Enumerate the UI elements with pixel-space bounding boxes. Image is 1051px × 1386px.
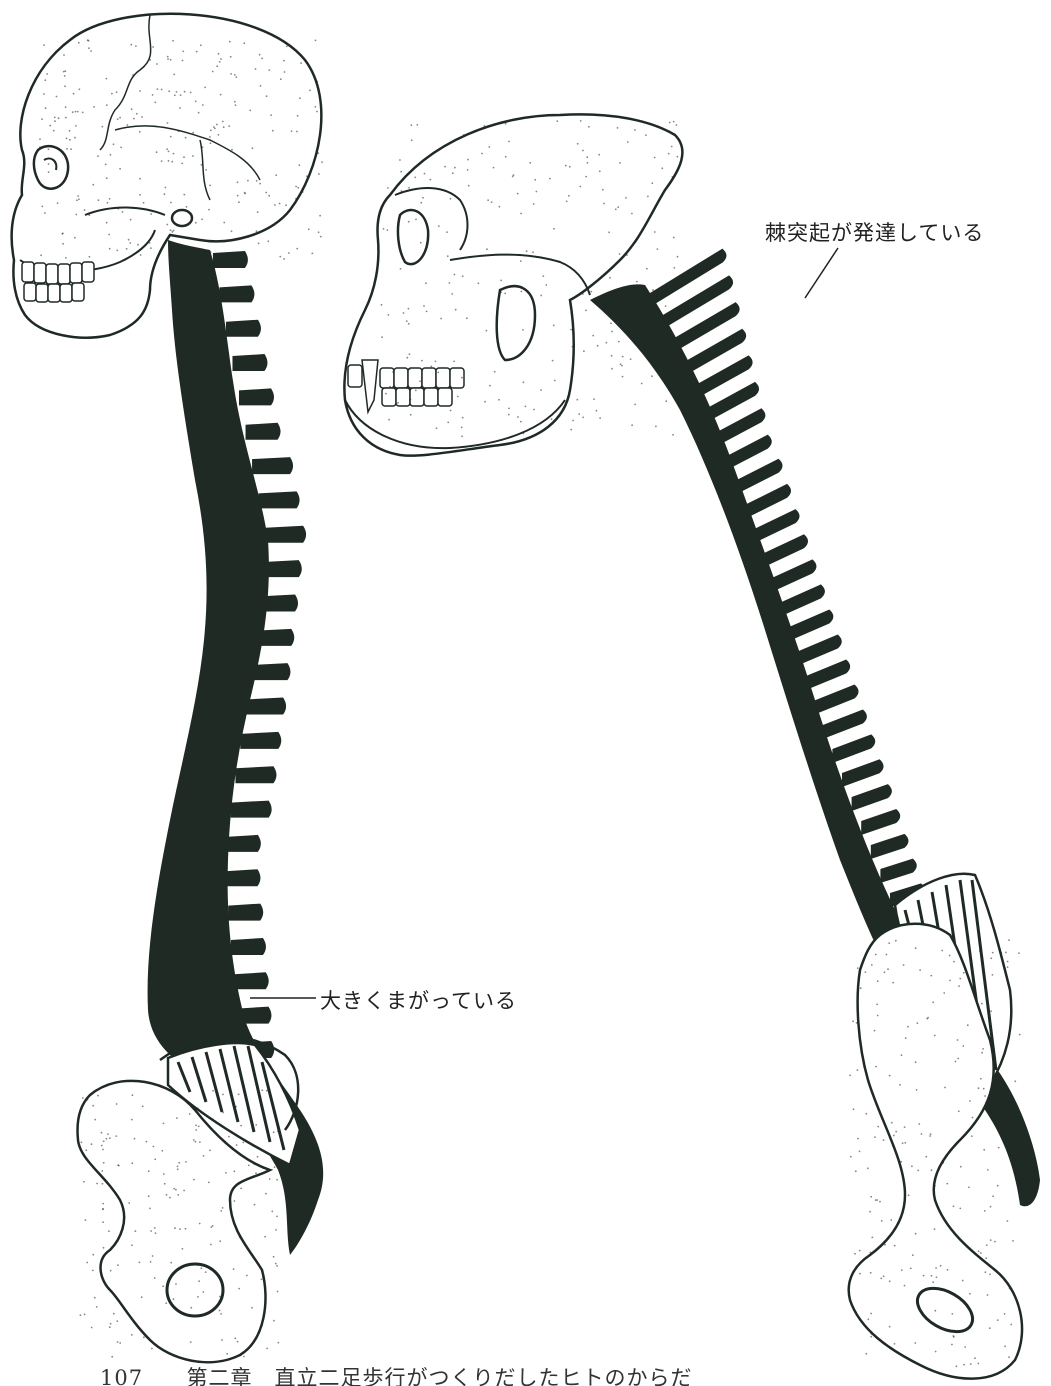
human-spinous-process xyxy=(231,801,272,818)
human-spinous-process xyxy=(213,251,248,268)
page-footer: 107 第二章 直立二足歩行がつくりだしたヒトのからだ xyxy=(100,1362,692,1386)
human-spinous-process xyxy=(257,594,298,611)
human-spinous-process xyxy=(235,766,276,783)
human-skull xyxy=(12,14,322,338)
human-spinous-process xyxy=(226,320,261,337)
curvature-label: 大きくまがっている xyxy=(320,985,517,1015)
human-spinous-process xyxy=(219,285,254,302)
human-skeleton xyxy=(12,14,324,1362)
human-spinous-process xyxy=(252,457,293,474)
gorilla-spinous-process xyxy=(823,709,867,739)
page-number: 107 xyxy=(100,1366,143,1386)
human-spinous-process xyxy=(240,732,281,749)
gorilla-spinous-process xyxy=(775,584,825,619)
gorilla-spinous-process xyxy=(832,734,875,763)
gorilla-spinous-process xyxy=(784,609,833,643)
gorilla-skeleton xyxy=(344,114,1040,1378)
human-spinous-process xyxy=(265,526,306,543)
gorilla-spinous-process xyxy=(794,635,842,667)
gorilla-spinous-process xyxy=(650,249,726,307)
human-spinous-process xyxy=(231,938,266,955)
human-spinous-process xyxy=(249,663,290,680)
human-spinous-process xyxy=(226,835,261,852)
spinous-process-label: 棘突起が発達している xyxy=(765,217,984,247)
human-spinous-process xyxy=(236,1007,271,1024)
spinous-leader-line xyxy=(805,248,838,298)
gorilla-spinous-process xyxy=(813,684,858,715)
human-spinous-process xyxy=(232,354,267,371)
human-spinous-process xyxy=(225,869,260,886)
human-spinous-process xyxy=(245,698,286,715)
human-spinous-process xyxy=(253,629,294,646)
gorilla-spinous-process xyxy=(871,834,909,859)
gorilla-spinous-process xyxy=(842,759,884,787)
gorilla-spinous-processes xyxy=(650,249,925,907)
human-spinous-process xyxy=(228,904,263,921)
human-spinous-process xyxy=(234,972,269,989)
gorilla-spinous-process xyxy=(861,809,900,835)
human-spinous-process xyxy=(246,423,281,440)
chapter-title: 第二章 直立二足歩行がつくりだしたヒトのからだ xyxy=(186,1366,692,1386)
human-spinous-process xyxy=(259,491,300,508)
gorilla-spinous-process xyxy=(880,859,916,883)
gorilla-spinous-process xyxy=(852,784,892,811)
gorilla-spinous-process xyxy=(804,660,851,691)
human-spinous-process xyxy=(239,388,274,405)
human-spinous-process xyxy=(261,560,302,577)
